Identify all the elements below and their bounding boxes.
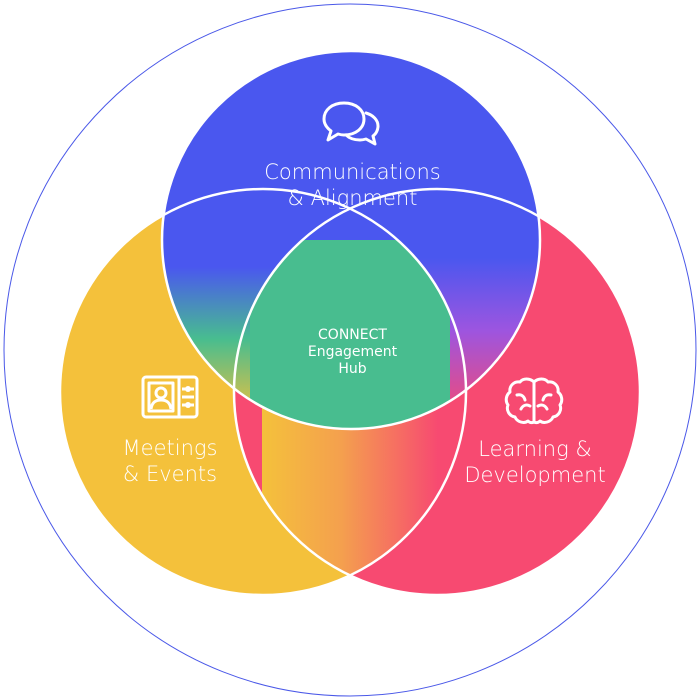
meetings-label-line2: & Events bbox=[122, 461, 218, 486]
brain-icon bbox=[504, 377, 564, 425]
hub-label-line1: CONNECT bbox=[318, 327, 387, 343]
video-meeting-icon bbox=[141, 375, 199, 419]
learning-outline bbox=[232, 187, 642, 597]
learning-label-line1: Learning & bbox=[478, 437, 592, 461]
hub-region bbox=[250, 240, 450, 429]
meetings-label: Meetings & Events bbox=[90, 436, 250, 487]
hub-label-line2: Engagement bbox=[307, 343, 398, 360]
communications-label-line2: & Alignment bbox=[287, 185, 418, 210]
chat-bubbles-icon bbox=[322, 101, 380, 146]
meetings-outline bbox=[58, 187, 468, 597]
meetings-label-line1: Meetings bbox=[122, 436, 218, 460]
learning-label: Learning & Development bbox=[430, 437, 640, 488]
communications-label-line1: Communications bbox=[264, 160, 441, 184]
outer-ring bbox=[3, 3, 697, 697]
communications-outline bbox=[160, 49, 542, 431]
hub-label-line3: Hub bbox=[338, 360, 367, 377]
communications-label: Communications & Alignment bbox=[200, 160, 505, 211]
hub-label: CONNECT Engagement Hub bbox=[285, 327, 420, 377]
learning-label-line2: Development bbox=[464, 462, 606, 487]
